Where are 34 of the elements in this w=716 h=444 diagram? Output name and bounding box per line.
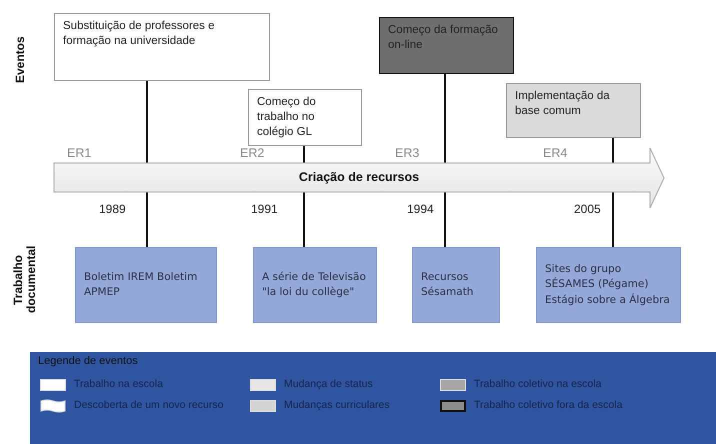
legend-text: Trabalho na escola: [74, 378, 163, 391]
band-title: Criação de recursos: [298, 170, 420, 184]
connector-line: [444, 74, 446, 163]
timeline-label: ER1: [67, 146, 92, 160]
connector-line: [303, 145, 305, 163]
timeline-label: 2005: [574, 202, 601, 216]
timeline-label: 1991: [251, 202, 278, 216]
legend-title: Legende de eventos: [38, 355, 138, 367]
legend-text: Mudanças curriculares: [284, 399, 390, 412]
axis-heading: Trabalho documental: [12, 244, 40, 316]
connector-line: [303, 192, 305, 247]
legend-text: Mudança de status: [284, 378, 373, 391]
event-box: Substituição de professores e formação na universidade: [54, 13, 270, 81]
connector-line: [146, 192, 148, 247]
connector-line: [612, 192, 614, 247]
timeline-label: 1994: [407, 202, 434, 216]
legend-text: Trabalho coletivo na escola: [474, 378, 602, 391]
timeline-label: 1989: [99, 202, 126, 216]
legend-text: Descoberta de um novo recurso: [74, 399, 224, 412]
document-box: A série de Televisão "la loi du collège": [253, 247, 377, 323]
connector-line: [146, 81, 148, 163]
timeline-label: ER3: [395, 146, 420, 160]
connector-line: [444, 192, 446, 247]
event-box: Começo da formação on-line: [379, 17, 514, 74]
connector-line: [612, 138, 614, 163]
document-box: Recursos Sésamath: [412, 247, 500, 323]
document-box: Boletim IREM Boletim APMEP: [75, 247, 217, 323]
document-box: Sites do grupo SÉSAMES (Pégame) Estágio sobre a Álgebra: [536, 247, 681, 323]
legend-text: Trabalho coletivo fora da escola: [474, 399, 622, 412]
timeline-label: ER4: [543, 146, 568, 160]
event-box: Implementação da base comum: [506, 83, 641, 138]
timeline-label: ER2: [240, 146, 264, 160]
axis-heading: Eventos: [14, 36, 28, 86]
event-box: Começo do trabalho no colégio GL: [248, 89, 362, 146]
